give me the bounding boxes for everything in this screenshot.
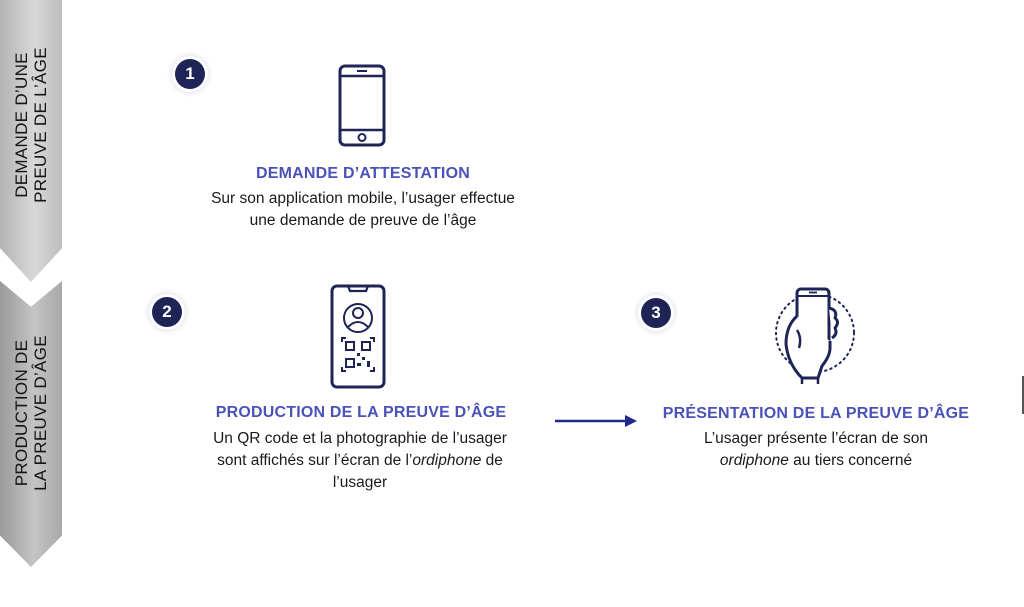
step-1-title: DEMANDE D’ATTESTATION: [256, 165, 470, 182]
step-2-title: PRODUCTION DE LA PREUVE D’ÂGE: [215, 404, 507, 421]
phase-chevron-production: [0, 281, 62, 567]
phase-label-line: DEMANDE D’UNE: [12, 52, 32, 198]
step-3-description: L’usager présente l’écran de son ordipho…: [636, 428, 996, 472]
smartphone-icon: [338, 64, 386, 147]
step-1-desc-line: Sur son application mobile, l’usager eff…: [211, 190, 515, 207]
step-2-number-badge: 2: [152, 297, 182, 327]
phase-label-request: DEMANDE D’UNE PREUVE DE L’ÂGE: [0, 0, 62, 250]
step-2-desc-line: l’usager: [332, 474, 388, 491]
step-3-desc-line: ordiphone au tiers concerné: [719, 452, 913, 469]
phase-label-line: PREUVE DE L’ÂGE: [31, 47, 51, 203]
flow-arrow: [555, 415, 637, 427]
step-1-description: Sur son application mobile, l’usager eff…: [140, 188, 586, 232]
step-1-number-badge: 1: [175, 59, 205, 89]
step-2-desc-line: sont affichés sur l’écran de l’ordiphone…: [217, 452, 503, 469]
step-2-desc-line: Un QR code et la photographie de l’usage…: [213, 430, 507, 447]
phase-label-line: PRODUCTION DE: [12, 339, 32, 486]
step-3-title: PRÉSENTATION DE LA PREUVE D’ÂGE: [662, 405, 970, 422]
step-3-number-badge: 3: [641, 298, 671, 328]
step-3-desc-line: L’usager présente l’écran de son: [703, 430, 929, 447]
hand-holding-phone-icon: [775, 287, 855, 384]
edge-marker: [1022, 376, 1024, 414]
phase-chevron-request: [0, 0, 62, 282]
phase-label-production: PRODUCTION DE LA PREUVE D’ÂGE: [0, 285, 62, 540]
step-2-description: Un QR code et la photographie de l’usage…: [150, 428, 570, 494]
step-1-desc-line: une demande de preuve de l’âge: [249, 212, 477, 229]
phone-qr-code-icon: [330, 284, 386, 389]
phase-label-line: LA PREUVE D’ÂGE: [31, 334, 51, 491]
